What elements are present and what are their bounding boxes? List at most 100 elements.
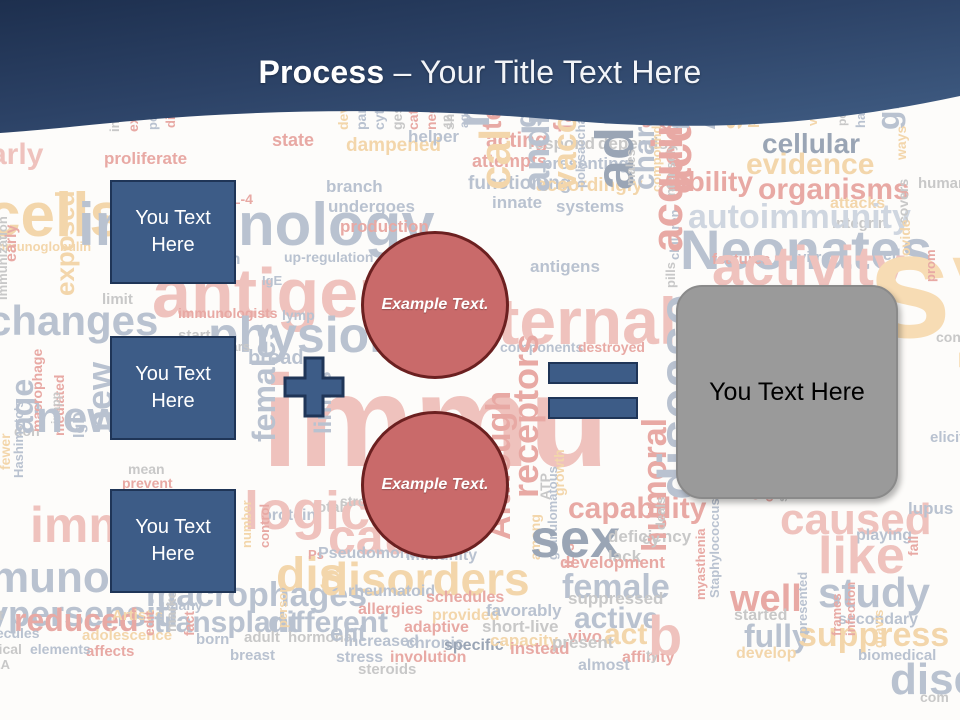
word-cloud-word: chronic: [406, 635, 464, 652]
word-cloud-word: act: [604, 618, 648, 651]
word-cloud-word: transplant: [154, 606, 300, 639]
word-cloud-word: undergoes: [328, 197, 415, 216]
word-cloud-word: IgE: [262, 273, 283, 288]
word-cloud-word: reduced: [14, 602, 139, 638]
slide-header-band: [0, 0, 960, 150]
word-cloud-word: broad: [248, 347, 304, 369]
input-box-2-label: You Text Here: [135, 363, 211, 412]
equals-operator-icon: [548, 362, 638, 419]
word-cloud-word: lecules: [0, 625, 40, 641]
word-cloud-word: state: [272, 130, 315, 150]
word-cloud-word: autoimmunity: [688, 198, 911, 236]
word-cloud-word: rheumatoid: [348, 583, 436, 600]
word-cloud-word: adaptive: [404, 619, 469, 636]
word-cloud-word: vivo: [568, 627, 603, 646]
word-cloud-word: fewer: [0, 433, 13, 470]
word-cloud-word: ent: [330, 620, 366, 647]
word-cloud-word: gravis: [871, 609, 886, 648]
word-cloud-word: presenting: [542, 154, 629, 173]
word-cloud-word: cell: [874, 247, 901, 264]
word-cloud-word: attempts: [472, 151, 548, 171]
word-cloud-word: organisms: [758, 173, 910, 206]
word-cloud-word: ypersensiti: [0, 593, 179, 634]
example-circle-1-label: Example Text.: [381, 296, 489, 313]
word-cloud-word: elements: [30, 641, 91, 657]
word-cloud-word: respond: [528, 134, 596, 153]
word-cloud-word: lymp: [282, 307, 315, 323]
word-cloud-word: cy: [642, 531, 660, 548]
word-cloud-word: lack: [608, 547, 642, 566]
word-cloud-word: myasthenia: [693, 528, 708, 600]
word-cloud-word: prevent: [122, 475, 173, 491]
input-box-2[interactable]: You Text Here: [110, 336, 236, 440]
word-cloud-word: provided: [432, 607, 500, 624]
word-cloud-word: affects: [86, 643, 135, 660]
word-cloud-word: lupus: [908, 499, 954, 518]
word-cloud-word: vitro: [798, 249, 831, 266]
example-circle-2[interactable]: Example Text.: [361, 411, 509, 559]
word-cloud-word: present: [552, 633, 614, 652]
word-cloud-word: Artist's: [112, 607, 164, 624]
input-box-3[interactable]: You Text Here: [110, 489, 236, 593]
word-cloud-word: development: [560, 553, 665, 572]
word-cloud-word: active: [574, 602, 660, 635]
word-cloud-word: disorders: [320, 553, 530, 605]
word-cloud-word: fact: [181, 611, 197, 636]
word-cloud-word: ability: [672, 166, 753, 197]
word-cloud-word: destroyed: [578, 339, 645, 355]
word-cloud-word: adult: [244, 629, 280, 646]
word-cloud-word: dampened: [346, 135, 442, 156]
word-cloud-word: affinity: [622, 649, 675, 666]
word-cloud-word: caused: [780, 495, 932, 544]
word-cloud-word: edit: [141, 611, 157, 636]
word-cloud-word: female: [562, 568, 670, 606]
word-cloud-word: human: [918, 175, 960, 192]
word-cloud-word: biomedical: [858, 647, 937, 664]
word-cloud-word: stress: [336, 649, 384, 666]
word-cloud-word: protein: [262, 507, 317, 524]
word-cloud-word: develop: [736, 645, 797, 662]
word-cloud-word: number: [239, 500, 254, 548]
word-cloud-word: fully: [744, 618, 810, 654]
word-cloud-word: frames: [829, 593, 844, 636]
word-cloud-word: dis: [276, 549, 346, 602]
word-cloud-word: features: [712, 251, 771, 268]
word-cloud-word: com: [920, 689, 949, 705]
input-box-1[interactable]: You Text Here: [110, 180, 236, 284]
word-cloud-word: arly: [0, 138, 44, 171]
result-box[interactable]: You Text Here: [676, 285, 898, 499]
word-cloud-word: capability: [568, 492, 707, 525]
word-cloud-word: specific: [444, 637, 504, 654]
word-cloud-word: antigens: [530, 257, 600, 276]
word-cloud-word: pills: [663, 261, 678, 288]
word-cloud-word: short-live: [482, 617, 559, 636]
word-cloud-word: cells: [0, 181, 124, 250]
word-cloud-word: changes: [0, 297, 159, 344]
word-cloud-word: production: [340, 217, 429, 236]
word-cloud-word: immunoglobulin: [0, 239, 92, 254]
word-cloud-word: schedules: [426, 589, 505, 606]
word-cloud-word: nt: [0, 607, 4, 623]
word-cloud-word: presented: [795, 571, 810, 634]
word-cloud-word: Ps: [308, 547, 324, 562]
word-cloud-word: study: [818, 569, 931, 616]
word-cloud-word: limit: [102, 291, 133, 308]
word-cloud-word: instead: [510, 639, 570, 658]
word-cloud-word: elicit: [930, 429, 960, 446]
word-cloud-word: attacks: [830, 195, 886, 212]
word-cloud-word: allergies: [358, 601, 423, 618]
example-circle-2-label: Example Text.: [381, 476, 489, 493]
word-cloud-word: males: [623, 149, 638, 186]
word-cloud-word: depends: [598, 134, 668, 153]
word-cloud-word: started: [734, 607, 788, 624]
word-cloud-word: many: [166, 597, 203, 613]
word-cloud-word: don: [14, 423, 40, 439]
word-cloud-word: exposed: [50, 190, 80, 297]
title-bold-part: Process: [258, 54, 385, 90]
word-cloud-word: secondary: [838, 611, 919, 628]
word-cloud-word: infection: [843, 581, 858, 636]
word-cloud-word: Staphylococcus: [707, 498, 722, 598]
word-cloud-word: Hashimoto's: [11, 400, 26, 479]
example-circle-1[interactable]: Example Text.: [361, 231, 509, 379]
word-cloud-word: immunization: [0, 216, 10, 300]
